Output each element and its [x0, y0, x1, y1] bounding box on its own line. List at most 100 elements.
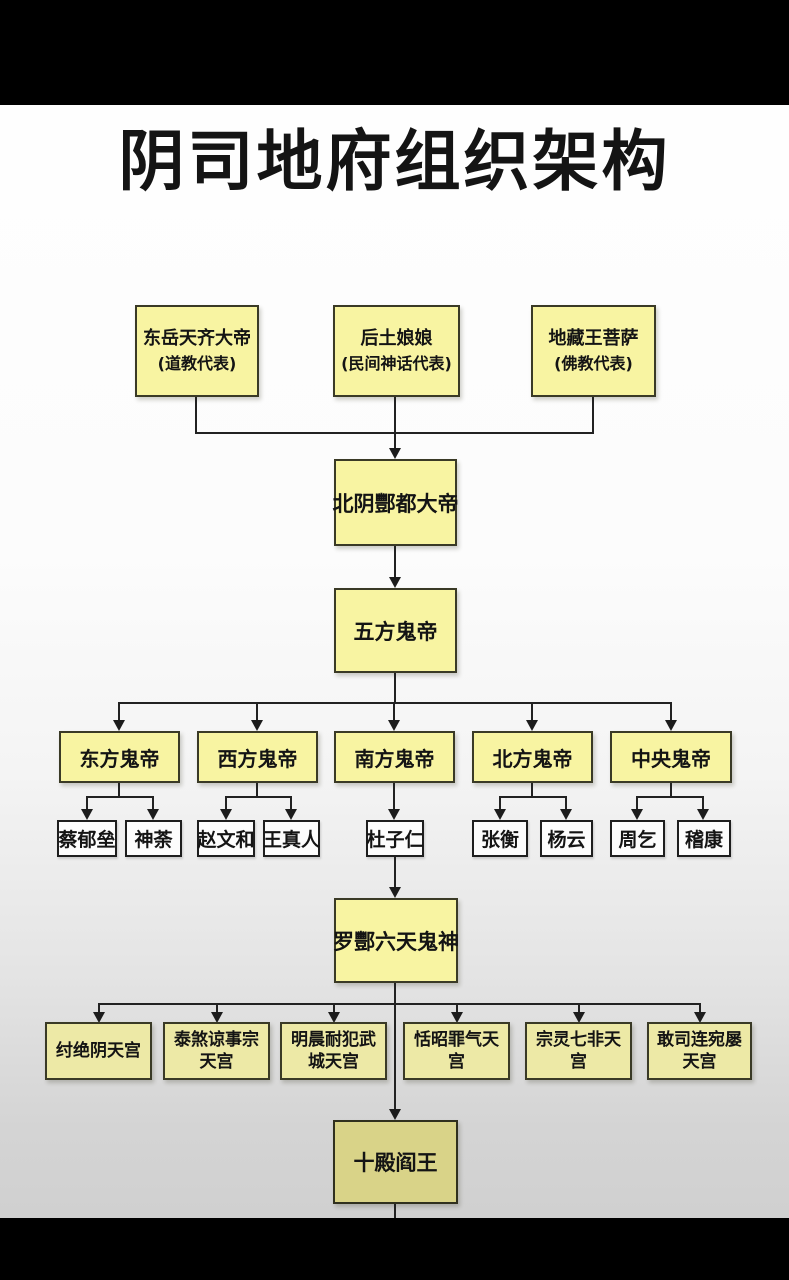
connector-line [499, 796, 567, 798]
node-sublabel: (道教代表) [157, 354, 237, 373]
arrowhead-icon [285, 809, 297, 820]
node-palace-mingchen: 明晨耐犯武城天宫 [280, 1022, 387, 1080]
connector-line [225, 796, 292, 798]
connector-line [118, 702, 120, 721]
node-palace-zhoujue: 纣绝阴天宫 [45, 1022, 152, 1080]
arrowhead-icon [388, 720, 400, 731]
node-label: 宗灵七非天宫 [536, 1030, 621, 1072]
node-label: 周乞 [618, 829, 657, 851]
connector-line [394, 673, 396, 704]
node-label: 地藏王菩萨 [548, 328, 639, 349]
connector-line [394, 1204, 396, 1218]
connector-line [636, 796, 638, 809]
connector-line [118, 702, 672, 704]
node-sublabel: (民间神话代表) [341, 354, 452, 373]
node-label: 北阴酆都大帝 [332, 491, 459, 516]
connector-line [86, 796, 88, 809]
arrowhead-icon [494, 809, 506, 820]
arrowhead-icon [573, 1012, 585, 1023]
node-wufang-guidi: 五方鬼帝 [334, 588, 457, 673]
node-wangzhenren: 王真人 [263, 820, 320, 857]
connector-line [256, 783, 258, 798]
node-palace-zongling: 宗灵七非天宫 [525, 1022, 632, 1080]
connector-line [578, 1003, 580, 1013]
connector-line [670, 783, 672, 798]
node-palace-gansi: 敢司连宛屡天宫 [647, 1022, 752, 1080]
connector-line [592, 397, 594, 433]
node-jikang: 稽康 [677, 820, 731, 857]
connector-line [531, 702, 533, 721]
node-label: 赵文和 [197, 829, 255, 851]
arrowhead-icon [81, 809, 93, 820]
node-label: 十殿阎王 [353, 1151, 438, 1175]
node-label: 五方鬼帝 [353, 619, 438, 644]
node-label: 后土娘娘 [360, 328, 433, 349]
node-east-guidi: 东方鬼帝 [59, 731, 180, 783]
node-duziren: 杜子仁 [366, 820, 424, 857]
connector-line [394, 857, 396, 888]
connector-line [393, 783, 395, 810]
node-label: 北方鬼帝 [492, 746, 573, 771]
node-label: 杨云 [547, 829, 586, 851]
arrowhead-icon [389, 887, 401, 898]
connector-line [394, 546, 396, 578]
connector-line [636, 796, 704, 798]
node-label: 张衡 [480, 829, 519, 851]
connector-line [456, 1003, 458, 1013]
connector-line [670, 702, 672, 721]
connector-line [195, 397, 197, 433]
connector-line [531, 783, 533, 798]
node-dizang-pusa: 地藏王菩萨 (佛教代表) [531, 305, 656, 397]
connector-line [393, 702, 395, 721]
node-caiyulei: 蔡郁垒 [57, 820, 117, 857]
connector-line [98, 1003, 100, 1013]
arrowhead-icon [113, 720, 125, 731]
node-west-guidi: 西方鬼帝 [197, 731, 318, 783]
connector-line [225, 796, 227, 809]
arrowhead-icon [694, 1012, 706, 1023]
node-label: 东岳天齐大帝 [143, 328, 251, 349]
node-label: 南方鬼帝 [354, 746, 435, 771]
node-label: 杜子仁 [366, 829, 424, 851]
arrowhead-icon [389, 577, 401, 588]
connector-line [98, 1003, 700, 1005]
node-luofeng-liutian-guishen: 罗酆六天鬼神 [333, 898, 459, 983]
connector-line [86, 796, 154, 798]
node-label: 稽康 [684, 829, 723, 851]
node-shentu: 神荼 [125, 820, 182, 857]
node-zhangheng: 张衡 [472, 820, 528, 857]
connector-line [256, 702, 258, 721]
connector-line [699, 1003, 701, 1013]
arrowhead-icon [389, 1109, 401, 1120]
node-label: 恬昭罪气天宫 [414, 1030, 499, 1072]
arrowhead-icon [328, 1012, 340, 1023]
node-label: 王真人 [263, 829, 321, 851]
node-south-guidi: 南方鬼帝 [334, 731, 455, 783]
node-label: 明晨耐犯武城天宫 [291, 1030, 376, 1072]
letterbox-top [0, 0, 789, 105]
connector-line [216, 1003, 218, 1013]
node-houtu-niangniang: 后土娘娘 (民间神话代表) [333, 305, 460, 397]
arrowhead-icon [388, 809, 400, 820]
connector-line [394, 397, 396, 449]
connector-line [499, 796, 501, 809]
connector-line [394, 1003, 396, 1110]
arrowhead-icon [451, 1012, 463, 1023]
arrowhead-icon [211, 1012, 223, 1023]
connector-line [565, 796, 567, 809]
connector-line [702, 796, 704, 809]
node-label: 敢司连宛屡天宫 [657, 1030, 742, 1072]
node-label: 泰煞谅事宗天宫 [174, 1030, 259, 1072]
arrowhead-icon [93, 1012, 105, 1023]
arrowhead-icon [389, 448, 401, 459]
node-beiyin-fengdu-dadi: 北阴酆都大帝 [332, 459, 459, 546]
arrowhead-icon [631, 809, 643, 820]
node-label: 西方鬼帝 [217, 746, 298, 771]
connector-line [152, 796, 154, 809]
node-zhaowenhe: 赵文和 [197, 820, 255, 857]
node-label: 神荼 [134, 829, 173, 851]
node-north-guidi: 北方鬼帝 [472, 731, 593, 783]
node-palace-tianzhao: 恬昭罪气天宫 [403, 1022, 510, 1080]
arrowhead-icon [220, 809, 232, 820]
